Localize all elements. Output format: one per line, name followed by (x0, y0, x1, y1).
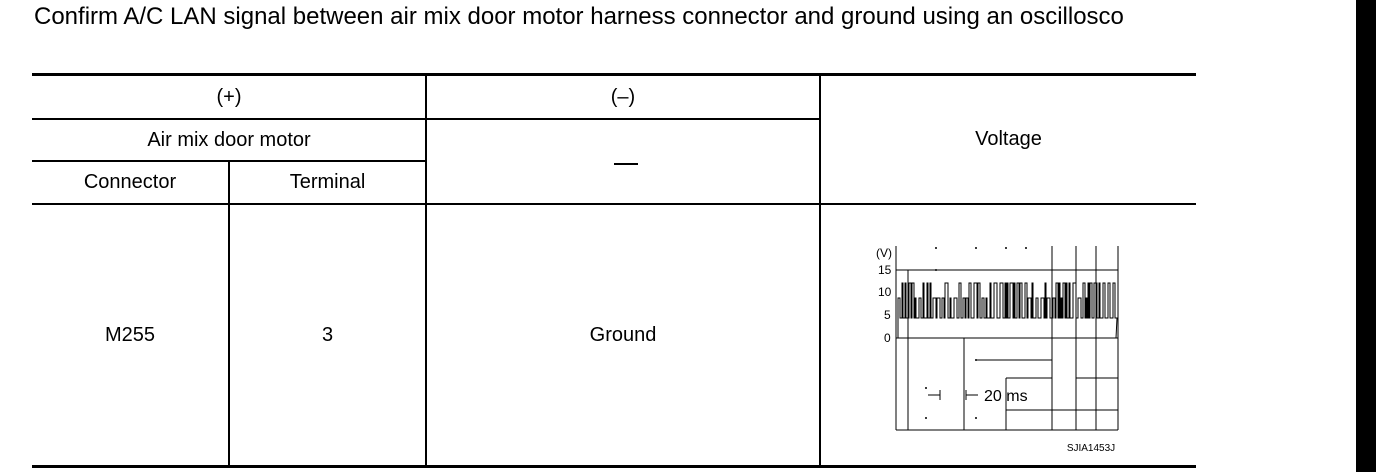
minus-value-dash (614, 163, 638, 165)
table-bottom-rule (32, 465, 1196, 468)
terminal-header: Terminal (289, 171, 366, 193)
connector-header: Connector (83, 171, 177, 193)
scope-unit-label: (V) (876, 246, 892, 260)
component-header: Air mix door motor (147, 128, 311, 151)
table-column-rule (819, 75, 821, 467)
terminal-value: 3 (321, 323, 334, 346)
voltage-header: Voltage (975, 128, 1042, 150)
scope-time-label: 20 ms (984, 388, 1028, 405)
scope-y-tick: 10 (878, 285, 892, 299)
connector-value: M255 (104, 323, 156, 346)
table-top-rule (32, 73, 1196, 76)
ground-value: Ground (589, 323, 657, 346)
scope-y-tick: 5 (884, 308, 891, 322)
scope-y-tick: 0 (884, 331, 891, 345)
scope-y-tick: 15 (878, 263, 892, 277)
instruction-text: Confirm A/C LAN signal between air mix d… (34, 3, 1124, 30)
figure-id-label: SJIA1453J (1067, 443, 1115, 454)
plus-header: (+) (216, 85, 242, 108)
table-column-rule (425, 75, 427, 467)
minus-header: (–) (610, 85, 636, 108)
table-column-rule (228, 161, 230, 467)
oscilloscope-waveform: (V) 15 10 5 0 20 ms SJIA1453J (876, 246, 1119, 454)
table-rule (32, 203, 1196, 205)
page-edge-bar (1356, 0, 1376, 472)
